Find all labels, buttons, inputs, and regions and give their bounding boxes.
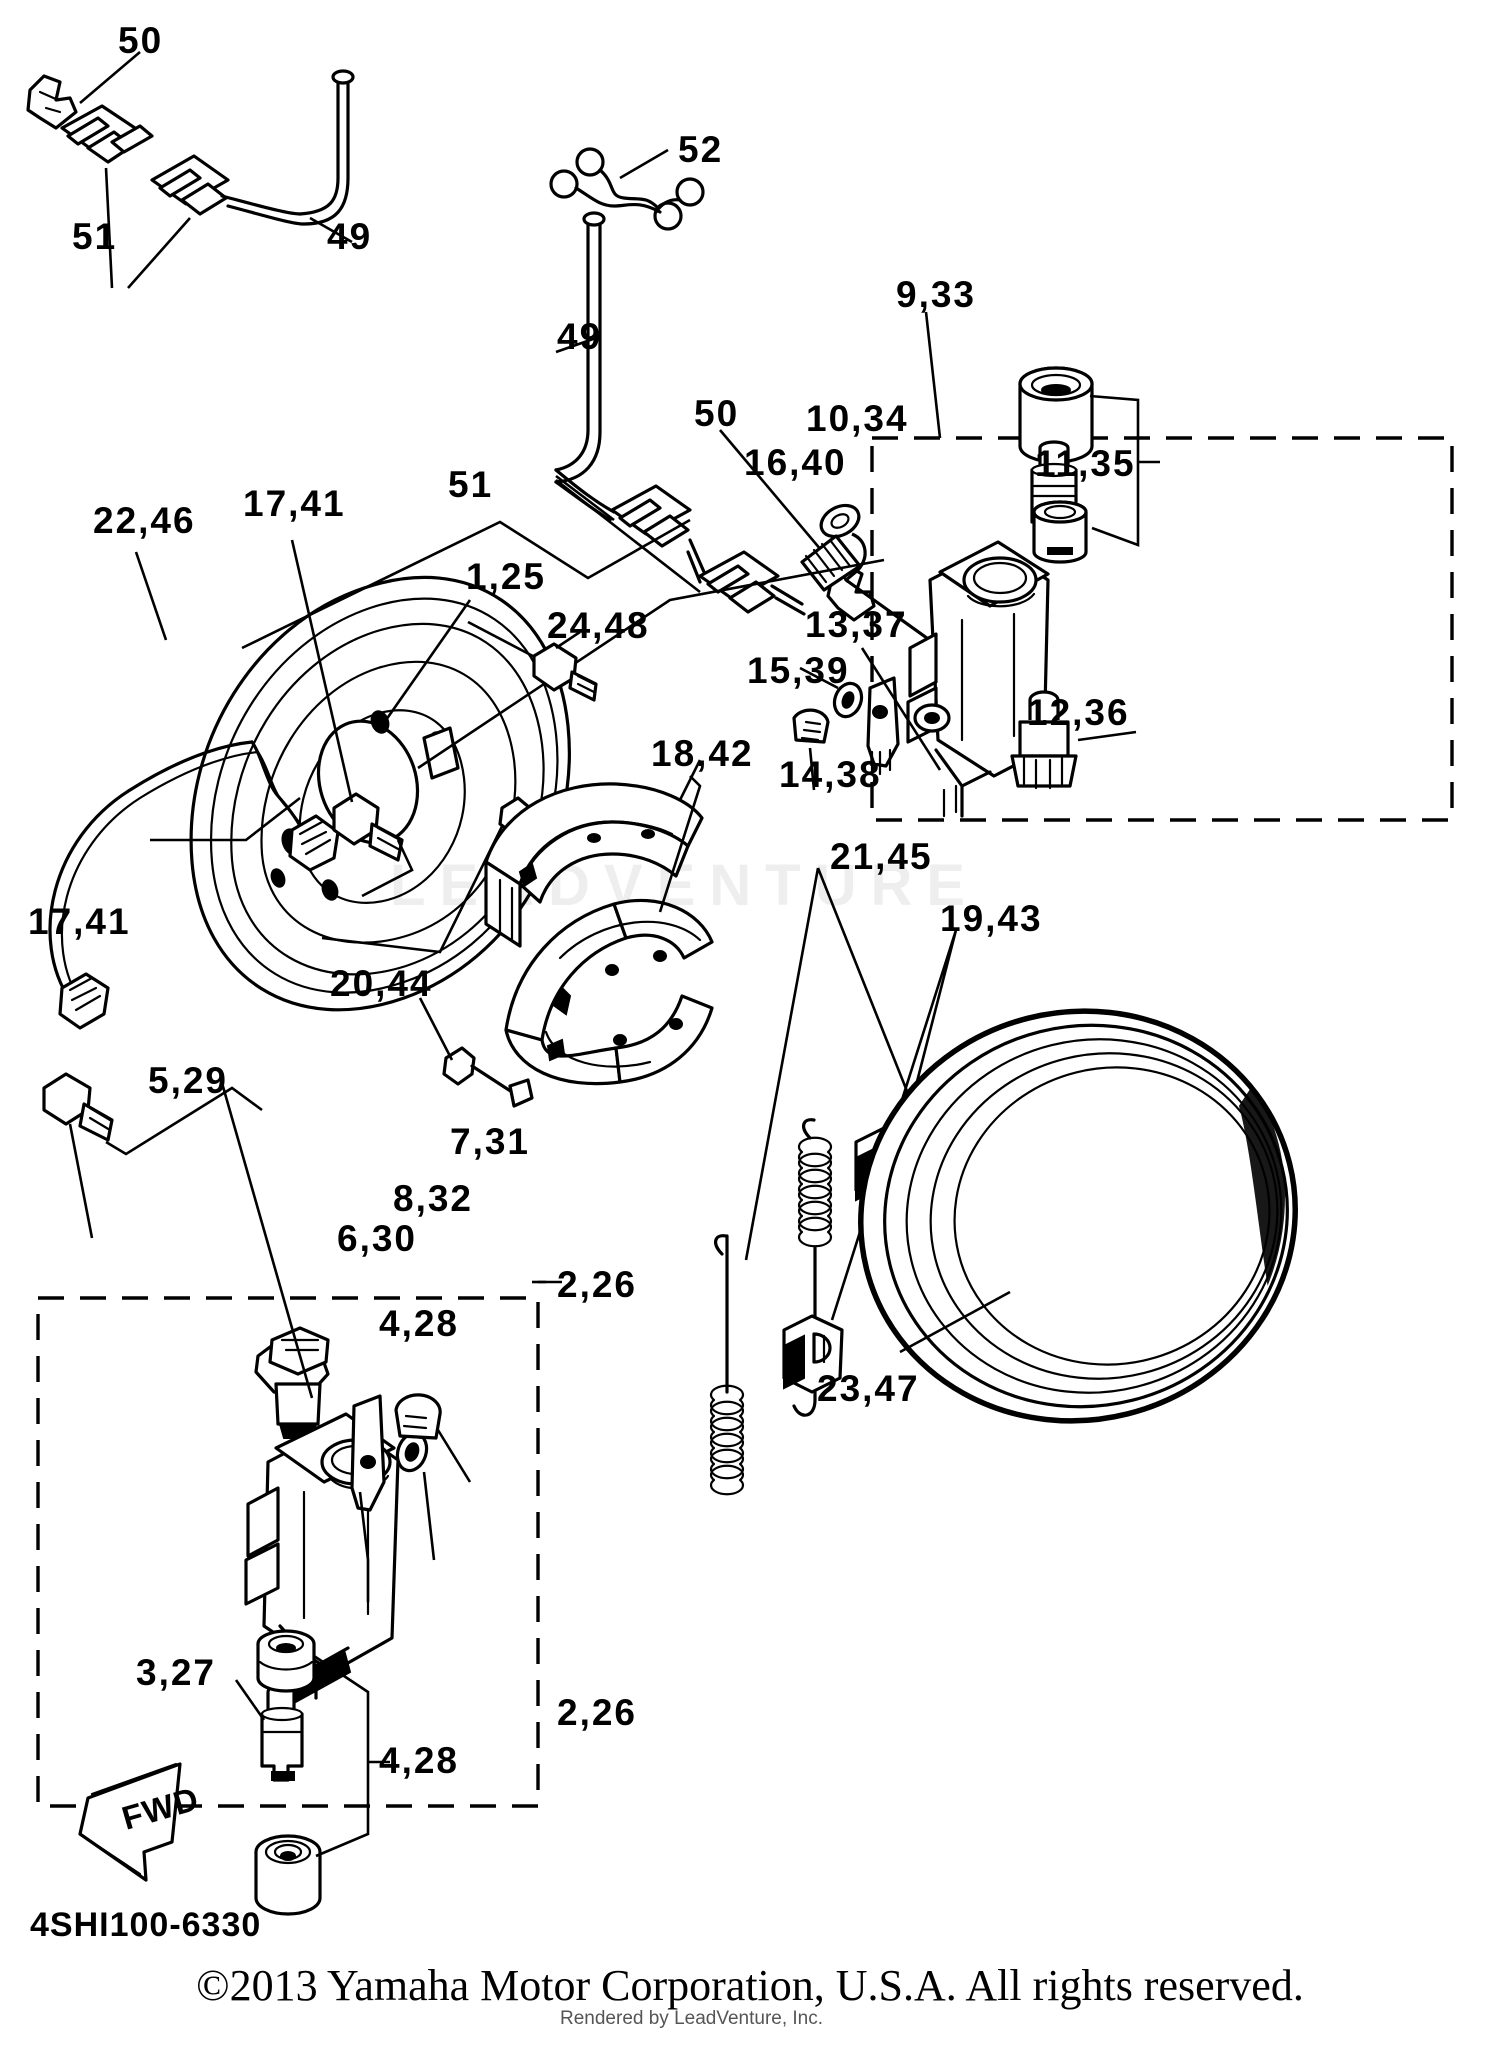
part-24-48-bolt [532, 630, 598, 702]
callout-17-41-b: 17,41 [28, 901, 131, 942]
callout-12-36: 12,36 [1027, 692, 1130, 733]
master-cylinder-parts-right [792, 366, 1160, 818]
hose-assembly-top-left [26, 51, 355, 289]
part-16-40-union [800, 503, 940, 648]
master-cylinder-body [906, 540, 1050, 818]
part-17-41-bolt-upper [290, 539, 414, 898]
brake-shoe-upper [484, 759, 704, 948]
callout-16-40: 16,40 [744, 442, 847, 483]
callout-3-27: 3,27 [136, 1652, 217, 1693]
group-box-9-33 [870, 311, 1454, 822]
callout-8-32: 8,32 [393, 1178, 474, 1219]
callout-9-33: 9,33 [896, 274, 977, 315]
part-15-39-washer [799, 666, 864, 719]
callout-10-34: 10,34 [806, 398, 909, 439]
callout-21-45: 21,45 [830, 836, 933, 877]
callout-51-a: 51 [72, 216, 118, 257]
callout-51-b: 51 [448, 464, 494, 505]
part-13-37-plate [860, 647, 942, 776]
callout-50-a: 50 [118, 20, 164, 61]
callout-5-29: 5,29 [148, 1060, 229, 1101]
callout-6-30: 6,30 [337, 1218, 418, 1259]
callout-50-b: 50 [694, 393, 740, 434]
callout-18-42: 18,42 [651, 733, 754, 774]
part-12-36-nut [1010, 690, 1137, 790]
copyright-notice: ©2013 Yamaha Motor Corporation, U.S.A. A… [196, 1961, 1304, 2010]
callout-2-26: 2,26 [557, 1264, 638, 1305]
callout-7-31: 7,31 [450, 1121, 531, 1162]
part-14-38-bolt [792, 708, 830, 791]
wheel-cylinder-assembly [220, 1082, 472, 1916]
callout-17-41-a: 17,41 [243, 483, 346, 524]
part-17-41-bolt-lower [42, 1072, 263, 1239]
callout-23-47: 23,47 [817, 1368, 920, 1409]
callout-49-a: 49 [327, 216, 373, 257]
callout-20-44: 20,44 [330, 963, 433, 1004]
callout-19-43: 19,43 [940, 898, 1043, 939]
callout-49-b: 49 [557, 316, 603, 357]
callout-4-28: 4,28 [379, 1303, 460, 1344]
callout-11-35: 11,35 [1035, 443, 1136, 484]
callout-22-46: 22,46 [93, 500, 196, 541]
rendered-by-notice: Rendered by LeadVenture, Inc. [560, 2008, 824, 2029]
callout-1-25: 1,25 [466, 556, 547, 597]
callout-14-38: 14,38 [779, 754, 882, 795]
part-23-47-drum [858, 1008, 1298, 1424]
brake-shoe-lower [504, 775, 714, 1086]
part-52-clips [549, 147, 705, 231]
hose-assembly-center [554, 211, 876, 622]
part-21-45-springs [709, 867, 950, 1496]
part-22-46-cable [48, 551, 340, 1030]
fwd-marker: FWD [78, 1762, 203, 1882]
callout-2-26-lower: 2,26 [557, 1692, 638, 1733]
callout-24-48: 24,48 [547, 605, 650, 646]
callout-15-39: 15,39 [747, 650, 850, 691]
callout-52: 52 [678, 129, 724, 170]
group-box-2-26 [36, 1280, 562, 1808]
callout-4-28-lower: 4,28 [379, 1740, 460, 1781]
part-number: 4SHI100-6330 [30, 1906, 262, 1944]
callout-13-37: 13,37 [805, 604, 908, 645]
